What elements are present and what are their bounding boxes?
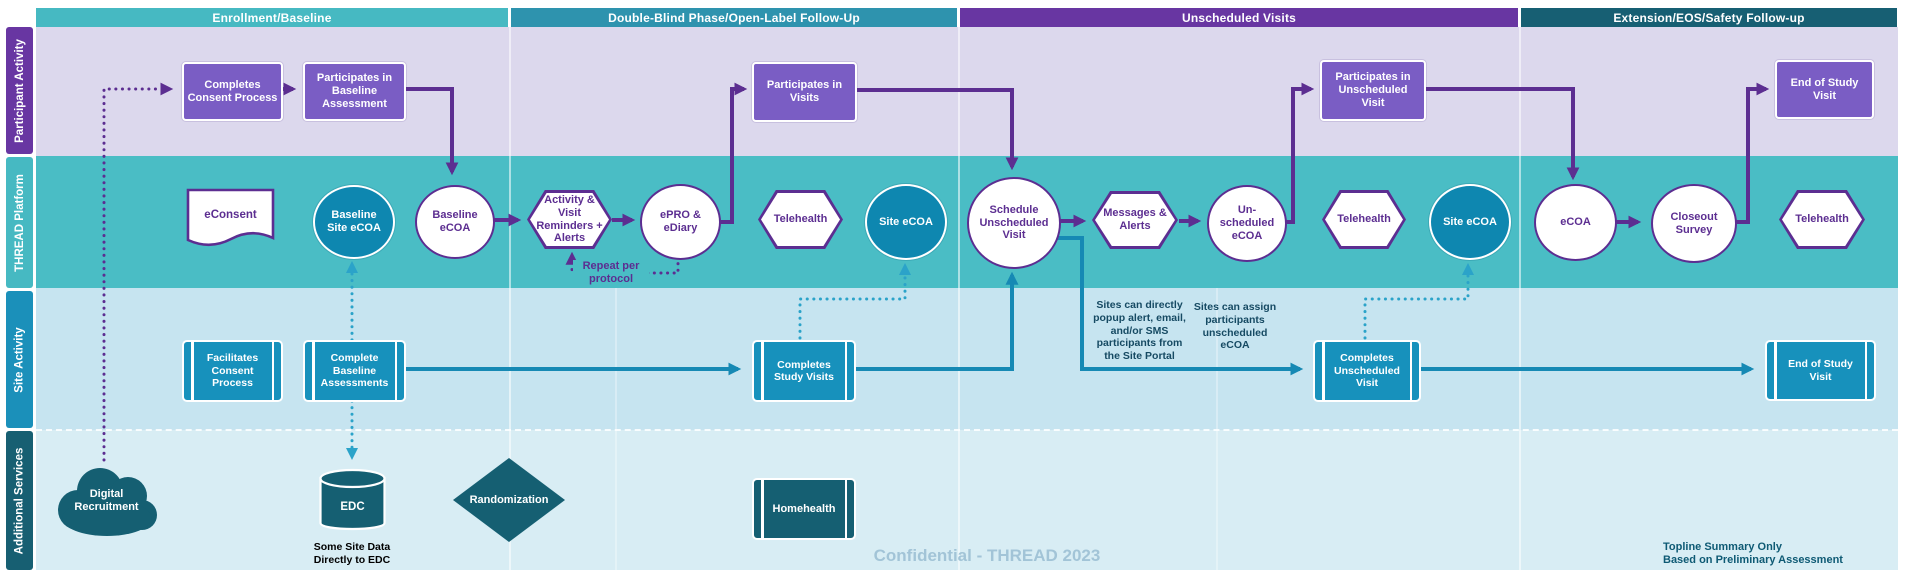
phase-header-enrollment: Enrollment/Baseline [36, 8, 508, 27]
phase-header-label: Double-Blind Phase/Open-Label Follow-Up [608, 10, 860, 25]
node-label: Completes Consent Process [187, 78, 278, 104]
phase-header-unscheduled: Unscheduled Visits [960, 8, 1518, 27]
node-label: Randomization [469, 493, 549, 506]
node-completes-unscheduled-visit: Completes Unscheduled Visit [1313, 340, 1421, 402]
lane-label-text: Site Activity [13, 326, 26, 393]
phase-header-label: Extension/EOS/Safety Follow-up [1613, 10, 1805, 25]
node-label: Homehealth [772, 502, 836, 515]
node-label: Telehealth [1337, 213, 1391, 226]
annotation-text: Some Site Data Directly to EDC [313, 541, 391, 566]
node-label: Participates in Baseline Assessment [316, 72, 393, 110]
node-telehealth-3: Telehealth [1779, 190, 1865, 249]
lane-label-participant-activity: Participant Activity [6, 27, 33, 154]
node-label: End of Study Visit [1790, 76, 1859, 102]
node-label: Baseline eCOA [432, 209, 478, 234]
node-participates-in-visits: Participates in Visits [752, 62, 857, 122]
annotation-sites-assign: Sites can assign participants unschedule… [1192, 301, 1278, 352]
lane-divider-dashed [36, 429, 1898, 431]
footer-text: Confidential - THREAD 2023 [873, 546, 1101, 565]
node-label: Site eCOA [879, 215, 933, 228]
hexagon-fill [1782, 193, 1862, 246]
lane-label-text: THREAD Platform [13, 173, 26, 272]
node-homehealth: Homehealth [752, 478, 856, 540]
annotation-edc-note: Some Site Data Directly to EDC [306, 541, 398, 567]
phase-divider [958, 27, 960, 570]
node-completes-consent-process: Completes Consent Process [182, 62, 283, 121]
node-label: EDC [340, 500, 365, 513]
node-epro-ediary: ePRO & eDiary [640, 184, 721, 260]
annotation-sites-popup: Sites can directly popup alert, email, a… [1091, 299, 1188, 363]
node-label: ePRO & eDiary [660, 209, 701, 234]
node-econsent: eConsent [186, 188, 275, 252]
lane-label-text: Additional Services [13, 447, 26, 554]
annotation-text: Sites can directly popup alert, email, a… [1093, 299, 1186, 363]
node-telehealth-2: Telehealth [1322, 190, 1406, 249]
grid-divider [615, 288, 617, 570]
node-label: Messages & Alerts [1103, 207, 1167, 232]
node-site-ecoa-2: Site eCOA [1429, 184, 1511, 260]
node-label: Participates in Visits [766, 79, 843, 104]
node-participates-in-unscheduled-visit: Participates in Unscheduled Visit [1320, 60, 1426, 121]
node-label: Completes Study Visits [774, 358, 834, 383]
footer-topline: Topline Summary Only Based on Preliminar… [1663, 541, 1883, 568]
lane-label-thread-platform: THREAD Platform [6, 157, 33, 288]
lane-label-additional-services: Additional Services [6, 431, 33, 570]
grid-divider [1216, 288, 1218, 570]
phase-divider [1519, 27, 1521, 570]
lane-label-site-activity: Site Activity [6, 291, 33, 428]
node-baseline-ecoa: Baseline eCOA [415, 185, 495, 259]
node-site-ecoa-1: Site eCOA [865, 184, 947, 260]
node-unscheduled-ecoa: Un-scheduled eCOA [1207, 185, 1287, 262]
node-label: Telehealth [1795, 213, 1849, 226]
node-label: eConsent [204, 209, 257, 222]
node-label: Participates in Unscheduled Visit [1335, 71, 1411, 109]
phase-divider [509, 27, 511, 570]
hexagon-fill [1325, 193, 1403, 246]
node-telehealth-1: Telehealth [758, 190, 843, 249]
node-label: Closeout Survey [1670, 210, 1718, 236]
node-schedule-unscheduled-visit: Schedule Unscheduled Visit [967, 177, 1061, 269]
annotation-repeat-per-protocol: Repeat per protocol [573, 260, 649, 287]
phase-header-double-blind: Double-Blind Phase/Open-Label Follow-Up [511, 8, 957, 27]
node-label: Digital Recruitment [74, 487, 139, 513]
node-facilitates-consent-process: Facilitates Consent Process [182, 340, 283, 402]
node-edc: EDC [318, 468, 387, 535]
footer-confidential: Confidential - THREAD 2023 [847, 546, 1127, 567]
footer-topline-line1: Topline Summary Only [1663, 541, 1782, 553]
node-closeout-survey: Closeout Survey [1651, 184, 1737, 263]
node-participates-in-baseline-assessment: Participates in Baseline Assessment [303, 62, 406, 121]
annotation-text: Repeat per protocol [582, 260, 640, 286]
hexagon-fill [530, 193, 609, 246]
node-label: Completes Unscheduled Visit [1334, 352, 1400, 390]
node-activity-visit-reminders-alerts: Activity & Visit Reminders + Alerts [527, 190, 612, 249]
footer-topline-line2: Based on Preliminary Assessment [1663, 554, 1843, 567]
hexagon-fill [761, 193, 840, 246]
node-end-of-study-visit-site: End of Study Visit [1765, 340, 1876, 401]
node-complete-baseline-assessments: Complete Baseline Assessments [303, 340, 406, 402]
phase-header-extension: Extension/EOS/Safety Follow-up [1521, 8, 1897, 27]
node-label: Schedule Unscheduled Visit [979, 203, 1049, 242]
document-shape [186, 188, 275, 247]
node-end-of-study-visit-participant: End of Study Visit [1775, 60, 1874, 119]
node-messages-alerts: Messages & Alerts [1092, 191, 1178, 249]
node-label: Facilitates Consent Process [206, 352, 259, 390]
node-completes-study-visits: Completes Study Visits [752, 340, 856, 402]
phase-header-label: Enrollment/Baseline [212, 10, 332, 25]
node-label: Telehealth [773, 213, 828, 226]
node-label: Un-scheduled eCOA [1219, 204, 1275, 242]
node-label: End of Study Visit [1788, 358, 1853, 383]
node-baseline-site-ecoa: Baseline Site eCOA [313, 185, 395, 259]
node-ecoa: eCOA [1534, 184, 1617, 261]
node-label: Baseline Site eCOA [327, 209, 381, 234]
annotation-text: Sites can assign participants unschedule… [1193, 301, 1277, 352]
node-label: Site eCOA [1443, 215, 1497, 228]
cloud-shape [58, 468, 157, 536]
node-label: eCOA [1560, 216, 1591, 229]
cylinder-shape [319, 468, 386, 531]
lane-label-text: Participant Activity [13, 38, 26, 143]
phase-header-label: Unscheduled Visits [1181, 10, 1297, 25]
node-digital-recruitment: Digital Recruitment [50, 463, 163, 538]
node-label: Activity & Visit Reminders + Alerts [536, 193, 603, 245]
node-label: Complete Baseline Assessments [320, 352, 389, 390]
